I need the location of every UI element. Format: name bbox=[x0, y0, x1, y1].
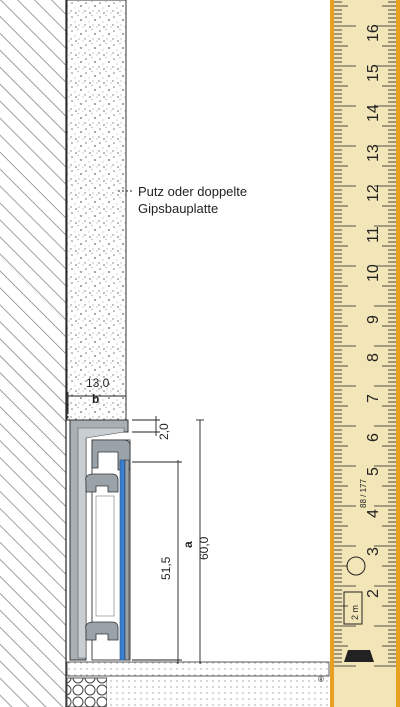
ruler-number-11: 11 bbox=[365, 226, 382, 243]
ruler-number-2: 2 bbox=[365, 589, 382, 598]
dimension-lines bbox=[67, 392, 204, 664]
floor-screed bbox=[66, 661, 330, 677]
plaster-layer bbox=[66, 0, 127, 421]
dim-total-label: a bbox=[181, 541, 195, 548]
ruler-number-13: 13 bbox=[365, 144, 382, 162]
annotation-line-1: Putz oder doppelte bbox=[138, 184, 247, 199]
ruler-end-cap bbox=[344, 650, 374, 662]
wall-hatch bbox=[0, 0, 66, 707]
annotation-line-2: Gipsbauplatte bbox=[138, 201, 218, 216]
ruler-number-4: 4 bbox=[365, 509, 382, 518]
floor-layer bbox=[107, 678, 329, 707]
ruler-number-12: 12 bbox=[365, 184, 382, 202]
ruler-number-16: 16 bbox=[365, 24, 382, 42]
dim-plaster-thickness: 13,0 bbox=[86, 376, 110, 390]
ruler-number-6: 6 bbox=[365, 433, 382, 442]
ruler-hinge-circle bbox=[346, 556, 366, 576]
dim-inner-height: 51,5 bbox=[159, 556, 173, 580]
ruler-numbers: 5 6 7 8 9 10 11 12 13 14 15 16 4 3 2 bbox=[365, 24, 382, 598]
ruler-number-10: 10 bbox=[365, 264, 382, 282]
ruler-number-8: 8 bbox=[365, 353, 382, 362]
skirting-profile bbox=[69, 419, 131, 661]
ruler-number-15: 15 bbox=[365, 64, 382, 82]
dim-total-height: 60,0 bbox=[197, 536, 211, 560]
floor-insulation bbox=[66, 677, 108, 707]
dim-plaster-label: b bbox=[92, 392, 99, 406]
folding-ruler: 5 6 7 8 9 10 11 12 13 14 15 16 4 3 2 2 m… bbox=[318, 0, 400, 707]
ruler-number-14: 14 bbox=[365, 104, 382, 122]
dim-top-lip: 2,0 bbox=[157, 423, 171, 440]
ruler-brand-mark: 2 m bbox=[350, 605, 360, 620]
ruler-ticks bbox=[334, 1, 396, 667]
ruler-number-5: 5 bbox=[365, 467, 382, 476]
ruler-number-9: 9 bbox=[365, 315, 382, 324]
ruler-brand-box bbox=[343, 591, 363, 625]
ruler-number-3: 3 bbox=[365, 547, 382, 556]
ruler-trademark: ® bbox=[318, 675, 324, 684]
ruler-number-7: 7 bbox=[365, 394, 382, 403]
ruler-spec-mark: 88 / 177 bbox=[359, 479, 368, 508]
